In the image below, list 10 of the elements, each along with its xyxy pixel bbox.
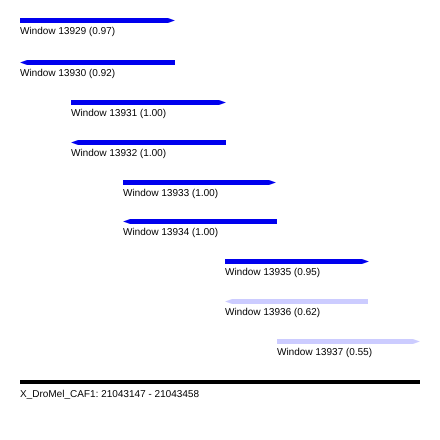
window-label: Window 13930 (0.92) — [20, 68, 116, 80]
window-label: Window 13935 (0.95) — [225, 267, 320, 279]
window-label: Window 13934 (1.00) — [123, 227, 218, 239]
window-label: Window 13937 (0.55) — [277, 347, 372, 359]
window-label: Window 13933 (1.00) — [123, 188, 218, 200]
window-label: Window 13929 (0.97) — [20, 26, 116, 38]
sequence-label: X_DroMel_CAF1: 21043147 - 21043458 — [20, 389, 200, 401]
window-label: Window 13932 (1.00) — [71, 148, 166, 160]
window-label: Window 13936 (0.62) — [225, 307, 320, 319]
window-label: Window 13931 (1.00) — [71, 108, 166, 120]
